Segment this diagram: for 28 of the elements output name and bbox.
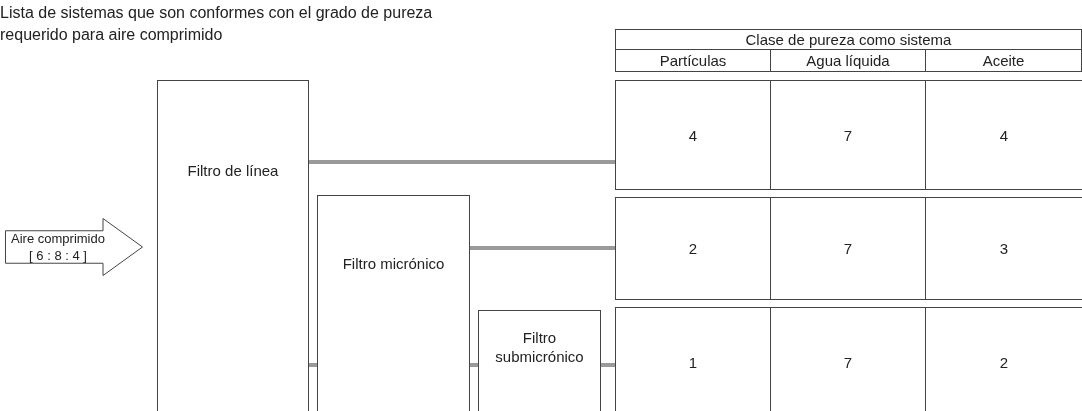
table-header-cell: Aceite [925, 49, 1082, 72]
connector-line [601, 363, 615, 367]
filter-box [478, 310, 601, 411]
filter-name: Filtro micrónico [341, 254, 446, 273]
connector-line [470, 363, 478, 367]
purity-class-cell: 1 [615, 307, 771, 411]
connector-line [309, 160, 615, 164]
filter-box [317, 195, 470, 411]
input-arrow [5, 218, 143, 276]
filter-name: Filtro submicrónico [494, 328, 585, 366]
table-header-cell: Partículas [615, 49, 771, 72]
filter-box [157, 80, 309, 411]
table-header-cell: Clase de pureza como sistema [615, 29, 1082, 50]
title: Lista de sistemas que son conformes con el grado de pureza requerido para aire comprimido [0, 3, 434, 45]
purity-class-cell: 7 [770, 197, 926, 300]
purity-class-cell: 4 [615, 80, 771, 190]
connector-line [309, 363, 317, 367]
table-row [615, 307, 1082, 411]
arrow-label: Aire comprimido [10, 230, 106, 247]
purity-class-cell: 2 [615, 197, 771, 300]
table-row [615, 80, 1082, 190]
connector-line [470, 246, 615, 250]
purity-class-cell: 4 [925, 80, 1082, 190]
table-row [615, 197, 1082, 300]
purity-class-cell: 7 [770, 80, 926, 190]
pressure-class-label: [ 6 : 8 : 4 ] [28, 247, 88, 264]
filter-name: Filtro de línea [186, 161, 280, 180]
purity-class-cell: 3 [925, 197, 1082, 300]
